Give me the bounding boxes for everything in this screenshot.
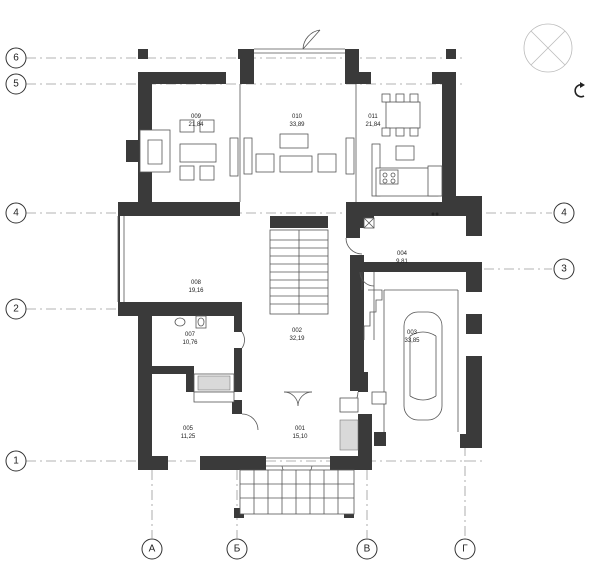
room-011-area: 21,84	[365, 122, 381, 128]
room-008-area: 19,16	[188, 288, 204, 294]
furniture	[139, 93, 443, 421]
axis-bubble-1: 1	[5, 450, 27, 472]
axis-label-2: 2	[13, 304, 19, 315]
room-004-number: 004	[397, 251, 408, 257]
room-003-area: 33,85	[404, 338, 420, 344]
room-007-area: 10,76	[182, 340, 198, 346]
entrance-terrace-grid	[239, 469, 355, 515]
interior-lines	[117, 29, 459, 515]
room-009-seating	[179, 119, 239, 181]
room-002-area: 32,19	[289, 336, 305, 342]
axis-bubble-a: А	[141, 538, 163, 560]
axis-bubble-v: В	[356, 538, 378, 560]
car-icon	[403, 311, 443, 421]
axis-label-a: А	[149, 544, 156, 555]
room-009-number: 009	[191, 114, 202, 120]
axis-label-b: Б	[234, 544, 241, 555]
axis-bubble-4-right: 4	[553, 202, 575, 224]
room-labels: 009 21,84 010 33,89 011 21,84 008 19,16 …	[181, 114, 420, 440]
room-010-area: 33,89	[289, 122, 305, 128]
axis-bubble-3: 3	[553, 258, 575, 280]
axis-bubble-b: Б	[226, 538, 248, 560]
room-004-area: 9,81	[396, 259, 408, 265]
north-compass-icon	[523, 23, 573, 73]
room-002-number: 002	[292, 328, 303, 334]
axis-bubble-5: 5	[5, 73, 27, 95]
axis-label-3: 3	[561, 264, 567, 275]
axis-label-1: 1	[13, 456, 19, 467]
vertical-axis-lines	[151, 446, 466, 538]
stair-treads	[270, 239, 328, 305]
room-009-area: 21,84	[188, 122, 204, 128]
room-011-number: 011	[368, 114, 378, 120]
axis-bubble-g: Г	[454, 538, 476, 560]
room-003-number: 003	[407, 330, 418, 336]
axis-bubble-6: 6	[5, 47, 27, 69]
axis-label-4-left: 4	[13, 208, 19, 219]
axis-label-v: В	[364, 544, 371, 555]
walls	[118, 49, 482, 518]
room-010-seating	[243, 133, 355, 175]
rotate-arrow-icon	[574, 82, 585, 98]
axis-bubble-4-left: 4	[5, 202, 27, 224]
axis-bubble-2: 2	[5, 298, 27, 320]
axis-label-4-right: 4	[561, 208, 567, 219]
room-005-area: 11,25	[181, 434, 196, 440]
room-010-number: 010	[292, 114, 303, 120]
axis-label-g: Г	[462, 544, 468, 555]
room-007-number: 007	[185, 332, 196, 338]
room-001-number: 001	[295, 426, 306, 432]
room-001-area: 15,10	[292, 434, 308, 440]
room-008-number: 008	[191, 280, 202, 286]
axis-label-5: 5	[13, 79, 19, 90]
room-011-dining-kitchen	[371, 93, 443, 216]
room-005-number: 005	[183, 426, 194, 432]
axis-label-6: 6	[13, 53, 19, 64]
